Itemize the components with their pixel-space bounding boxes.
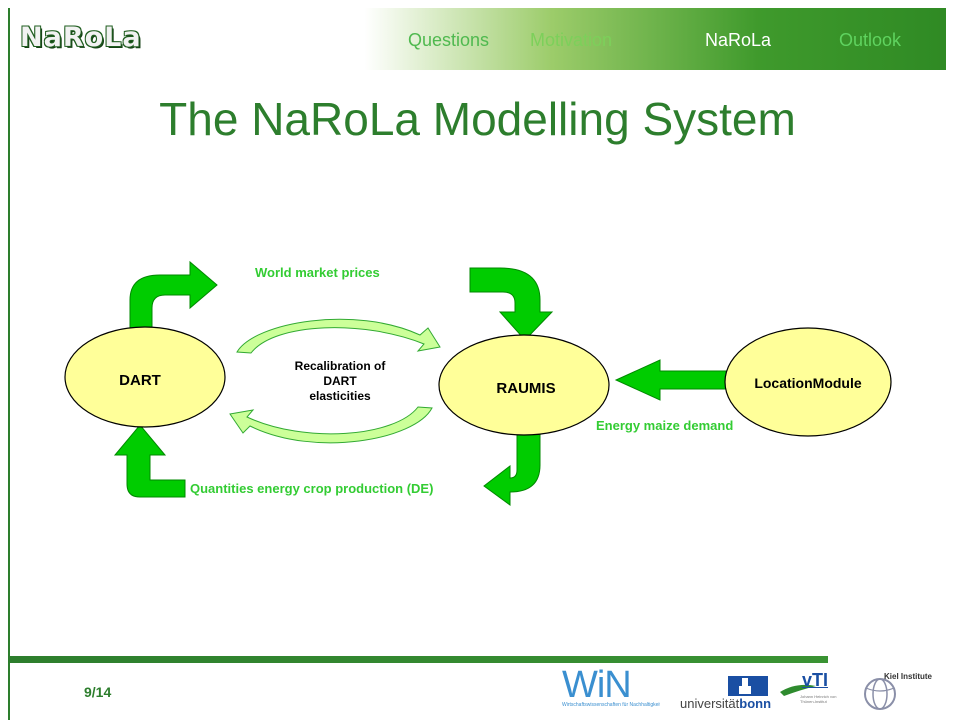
raumis-label: RAUMIS <box>496 380 555 397</box>
bonn-logo: universitätbonn <box>680 676 776 716</box>
globe-icon <box>864 678 896 710</box>
vti-text: vTI <box>802 670 829 690</box>
arrow-quantities-to-dart <box>113 424 186 498</box>
raumis-node <box>438 334 610 436</box>
label-energy-maize: Energy maize demand <box>596 418 733 433</box>
dart-label: DART <box>119 372 161 389</box>
win-logo: WiN Wirtschaftswissenschaften für Nachha… <box>562 664 662 716</box>
location-label: LocationModule <box>754 375 862 391</box>
arrow-prices-to-raumis <box>469 267 554 341</box>
header-bar <box>8 8 946 70</box>
vti-logo: vTI Johann Heinrich von Thünen-Institut <box>778 668 840 716</box>
kiel-text: Kiel Institute <box>884 672 933 681</box>
nav-outlook[interactable]: Outlook <box>839 30 902 50</box>
page-number: 9/14 <box>84 684 112 700</box>
kiel-logo: Kiel Institute <box>862 668 955 716</box>
win-logo-subtext: Wirtschaftswissenschaften für Nachhaltig… <box>562 702 660 708</box>
center-text-line1: Recalibration of <box>295 359 387 373</box>
arrow-raumis-to-quantities <box>483 429 541 506</box>
upper-curved-arrow <box>236 318 441 354</box>
label-quantities: Quantities energy crop production (DE) <box>190 481 433 496</box>
bonn-text: universität <box>680 696 740 711</box>
win-logo-text: WiN <box>562 664 632 706</box>
footer-bar <box>8 656 828 663</box>
nav-narola[interactable]: NaRoLa <box>705 30 772 50</box>
center-text-line2: DART <box>323 374 357 388</box>
narola-logo: NaRoLa <box>20 22 142 53</box>
dart-node <box>64 326 226 428</box>
bonn-building-icon <box>728 676 768 696</box>
arrow-location-to-raumis <box>614 359 727 401</box>
nav-questions[interactable]: Questions <box>408 30 490 50</box>
center-text-line3: elasticities <box>309 389 371 403</box>
vti-swoosh-icon <box>780 684 816 696</box>
left-border <box>8 8 10 720</box>
arrow-dart-to-prices <box>129 260 218 331</box>
location-node <box>724 327 892 437</box>
lower-curved-arrow <box>229 406 433 444</box>
nav-motivation[interactable]: Motivation <box>530 30 613 50</box>
slide-title: The NaRoLa Modelling System <box>159 93 796 145</box>
label-world-prices: World market prices <box>255 265 380 280</box>
vti-subtext: Johann Heinrich von Thünen-Institut <box>800 694 837 704</box>
bonn-bold-text: bonn <box>739 696 772 711</box>
